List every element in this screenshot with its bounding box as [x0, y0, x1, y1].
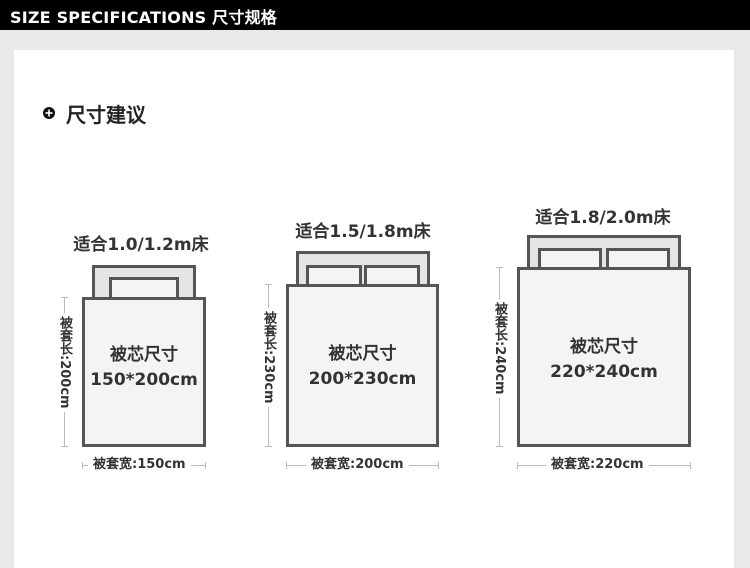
dimension-tick: [61, 446, 68, 447]
bed-suit-label: 适合1.0/1.2m床: [73, 235, 209, 255]
dimension-tick: [438, 462, 439, 469]
quilt-core-label: 被芯尺寸: [570, 337, 638, 357]
dimension-tick: [496, 446, 503, 447]
dimension-tick: [690, 462, 691, 469]
length-label: 被套长:240cm: [492, 299, 507, 398]
dimension-tick: [286, 462, 287, 469]
dimension-tick: [517, 462, 518, 469]
dimension-tick: [61, 297, 68, 298]
dimension-tick: [265, 446, 272, 447]
quilt: 被芯尺寸 150*200cm: [82, 297, 206, 447]
plus-circle-icon: [43, 107, 55, 119]
dimension-tick: [496, 267, 503, 268]
bed-suit-label: 适合1.8/2.0m床: [535, 208, 671, 228]
top-banner: SIZE SPECIFICATIONS 尺寸规格: [0, 0, 750, 30]
width-label: 被套宽:220cm: [546, 457, 649, 473]
quilt: 被芯尺寸 220*240cm: [517, 267, 691, 447]
dimension-tick: [265, 284, 272, 285]
quilt-core-size: 220*240cm: [550, 362, 658, 382]
bed-suit-label: 适合1.5/1.8m床: [295, 222, 431, 242]
length-label: 被套长:200cm: [57, 313, 72, 412]
quilt-core-size: 150*200cm: [90, 370, 198, 390]
quilt-core-label: 被芯尺寸: [110, 345, 178, 365]
section-title: 尺寸建议: [66, 103, 146, 127]
width-label: 被套宽:200cm: [306, 457, 409, 473]
length-label: 被套长:230cm: [261, 308, 276, 407]
quilt-core-label: 被芯尺寸: [328, 344, 397, 364]
quilt: 被芯尺寸 200*230cm: [286, 284, 439, 447]
banner-title: SIZE SPECIFICATIONS 尺寸规格: [10, 8, 277, 27]
width-label: 被套宽:150cm: [88, 457, 191, 473]
dimension-tick: [205, 462, 206, 469]
quilt-core-size: 200*230cm: [308, 369, 417, 389]
dimension-tick: [82, 462, 83, 469]
